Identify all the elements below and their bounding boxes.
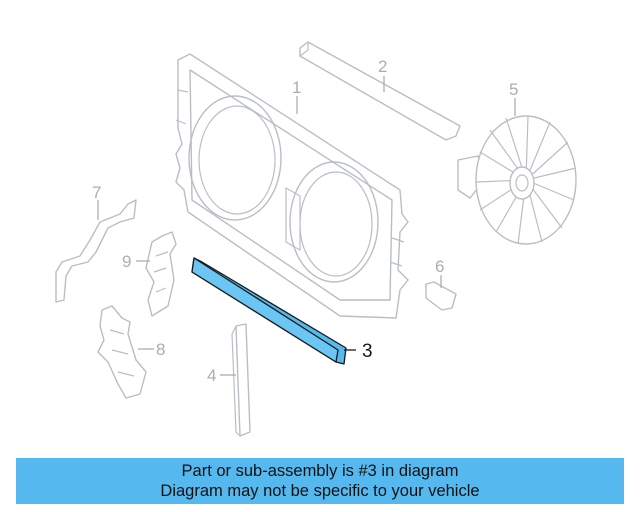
callout-2: 2	[378, 57, 387, 76]
info-banner: Part or sub-assembly is #3 in diagram Di…	[16, 458, 624, 504]
part-3-lower-seal-highlighted[interactable]	[191, 257, 347, 365]
part-4-side-seal	[231, 323, 251, 437]
callout-6: 6	[435, 257, 444, 276]
part-5-cooling-fan	[457, 115, 577, 245]
callout-3[interactable]: 3	[362, 341, 373, 362]
callout-7: 7	[92, 183, 101, 202]
callout-8: 8	[156, 340, 165, 359]
part-6-clip	[425, 281, 457, 311]
banner-line-1: Part or sub-assembly is #3 in diagram	[181, 462, 459, 480]
callout-1: 1	[292, 78, 301, 97]
banner-line-2: Diagram may not be specific to your vehi…	[160, 482, 480, 500]
part-7-bracket	[55, 199, 137, 303]
callout-4: 4	[207, 366, 216, 385]
part-1-fan-shroud	[175, 53, 409, 319]
part-9-bracket	[145, 231, 177, 317]
callout-5: 5	[509, 80, 518, 99]
part-8-lower-bracket	[97, 305, 147, 399]
callout-9: 9	[122, 252, 131, 271]
callout-leaders	[97, 76, 516, 376]
part-2-upper-seal	[299, 41, 461, 141]
parts-diagram: 1 2 5 6 7 9 8 4 3	[55, 41, 577, 437]
